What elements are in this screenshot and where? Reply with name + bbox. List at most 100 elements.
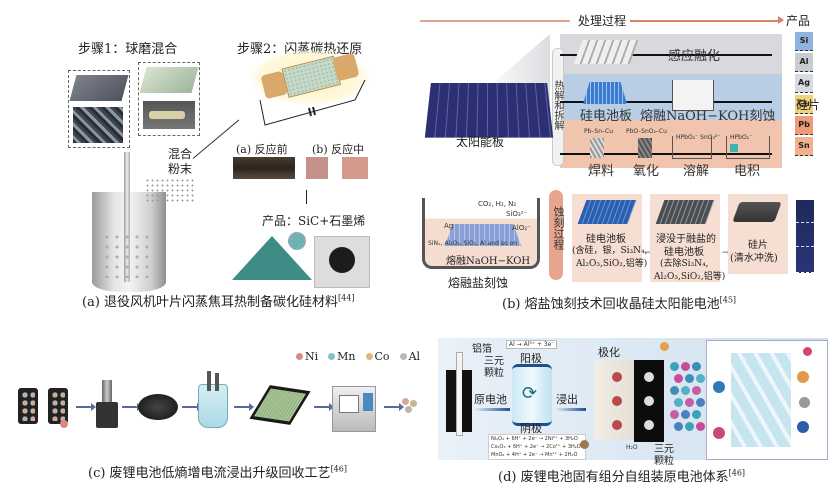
electrowinning-cell-icon	[726, 136, 770, 159]
ternary-label-2: 颗粒	[484, 368, 504, 379]
solder-icon	[590, 138, 604, 158]
ion-dot	[692, 362, 701, 371]
caption-b-text: (b) 熔盐蚀刻技术回收晶硅太阳能电池	[502, 297, 720, 312]
furnace-icon	[332, 386, 376, 432]
flow-arrow-6	[384, 403, 404, 411]
ion-dot	[685, 398, 694, 407]
electrode-disc	[138, 394, 178, 420]
before-reaction-label: (a) 反应前	[236, 143, 288, 156]
ni-ion	[713, 427, 725, 439]
flow-arrow-2	[122, 403, 142, 411]
ion-dot	[681, 410, 690, 419]
step1-title: 步骤1：球磨混合	[78, 42, 178, 57]
al-foil-label: 铝箔	[472, 344, 492, 355]
blade-material-box	[68, 70, 130, 148]
arrow-leaching	[556, 408, 586, 411]
water-ion	[803, 347, 812, 356]
electrowinning-formula: HPbO₂⁻	[730, 134, 753, 141]
polarization-label: 极化	[598, 346, 620, 359]
ion-dot	[674, 398, 683, 407]
electron-3	[612, 420, 622, 430]
flow-arrow-4	[234, 403, 254, 411]
oxide-icon	[638, 138, 652, 158]
product-header: 产品	[786, 14, 811, 28]
caption-a-ref: [44]	[338, 293, 355, 303]
dissolution-formula: HPbO₂⁻ SnO₃²⁻	[676, 134, 721, 141]
anode-label: 阳极	[520, 352, 542, 365]
solder-formula: Pb–Sn–Cu	[584, 128, 614, 135]
ball-mill-jar	[92, 152, 166, 292]
anode-reaction: Al → Al³⁺ + 3e⁻	[506, 340, 558, 349]
shredded-blade-image	[73, 107, 123, 143]
solder-label: 焊料	[588, 164, 615, 179]
arrow-step-2-3: →	[722, 248, 730, 258]
cycle-arrows-icon: ⟳	[522, 383, 538, 404]
particle-dot	[60, 420, 68, 428]
circuit-wire	[259, 79, 366, 126]
si-cell-panel-blue	[577, 200, 637, 224]
etch-step-3-line1: 硅片	[748, 240, 768, 251]
etch-step-1-line3: Al₂O₃,SiO₂,铝等)	[576, 259, 648, 269]
legend-item-co: Co	[365, 350, 390, 363]
cathode-reaction-3: MnO₂ + 4H⁺ + 2e⁻ → Mn²⁺ + 2H₂O	[491, 452, 578, 458]
etch-step-1-line2: (含硅，银，Si₃N₄,	[572, 246, 648, 256]
layered-lattice	[731, 353, 791, 447]
etch-step-1: 硅电池板 (含硅，银，Si₃N₄, Al₂O₃,SiO₂,铝等)	[572, 194, 648, 282]
reactor-vessel	[198, 371, 228, 428]
aluminum-frame-image	[573, 40, 639, 64]
ion-dot	[692, 410, 701, 419]
composite-sheet-image	[69, 75, 129, 101]
silica-sheet-image	[139, 67, 199, 93]
ternary-label-1: 三元	[484, 356, 504, 367]
caption-a: (a) 退役风机叶片闪蒸焦耳热制备碳化硅材料[44]	[82, 291, 354, 310]
element-tile-si: Si	[795, 32, 813, 51]
molten-salt-etching-title: 熔融盐刻蚀	[448, 276, 509, 290]
caption-c-ref: [46]	[330, 464, 347, 474]
legend-label: Co	[374, 350, 390, 363]
etch-step-3: 硅片 (清水冲洗)	[728, 194, 788, 274]
immersed-cell	[445, 224, 521, 246]
legend-dot	[399, 353, 407, 360]
crystal-structure-inset	[706, 340, 828, 460]
electron-1	[612, 372, 622, 382]
aluminate-label: AlO₂⁻	[512, 224, 531, 232]
element-tile-al: Al	[795, 53, 813, 72]
co-ion	[713, 381, 725, 393]
electron-2	[612, 396, 622, 406]
solar-panel-label: 太阳能板	[456, 135, 505, 149]
mn-ion	[797, 421, 809, 433]
legend-item-ni: Ni	[296, 350, 318, 363]
leached-ions	[670, 360, 706, 436]
legend-label: Ni	[305, 350, 319, 363]
caption-b-ref: [45]	[719, 295, 737, 305]
dissolution-label: 溶解	[683, 164, 710, 179]
process-label: 处理过程	[578, 14, 627, 28]
etch-step-2-line4: Al₂O₃,SiO₂,铝等)	[654, 272, 726, 282]
cathode-reaction-1: Ni₂O₃ + 6H⁺ + 2e⁻ → 2Ni²⁺ + 3H₂O	[491, 436, 578, 442]
cathode-sheet-1	[18, 388, 38, 424]
mixed-powder-label-2: 粉末	[168, 162, 193, 176]
arrow-solder	[560, 153, 772, 155]
primary-cell-label: 原电池	[474, 393, 507, 406]
arrow-induction	[560, 54, 772, 56]
ion-dot	[681, 386, 690, 395]
powder-particles	[145, 178, 195, 202]
ion-bottom	[580, 440, 589, 449]
during-reaction-label: (b) 反应中	[312, 143, 365, 156]
arrow-primary-cell	[474, 408, 510, 411]
ternary-label-bottom-2: 颗粒	[654, 456, 674, 467]
process-line-left	[420, 20, 570, 22]
ion-dot	[692, 386, 701, 395]
caption-b: (b) 熔盐蚀刻技术回收晶硅太阳能电池[45]	[502, 293, 736, 312]
element-tile-cu: Cu	[795, 95, 813, 114]
legend-item-al: Al	[399, 350, 420, 363]
electrode-black-left	[446, 370, 456, 432]
electrode-black-right	[462, 370, 472, 432]
layers-label: SiNₓ, Al₂O₃, SiO₂, Al and so on	[428, 240, 518, 247]
ion-dot	[670, 362, 679, 371]
caption-d: (d) 废锂电池固有组分自组装原电池体系[46]	[498, 466, 745, 485]
caption-d-text: (d) 废锂电池固有组分自组装原电池体系	[498, 470, 729, 485]
li-ion	[799, 397, 810, 408]
process-line-right	[630, 20, 780, 22]
